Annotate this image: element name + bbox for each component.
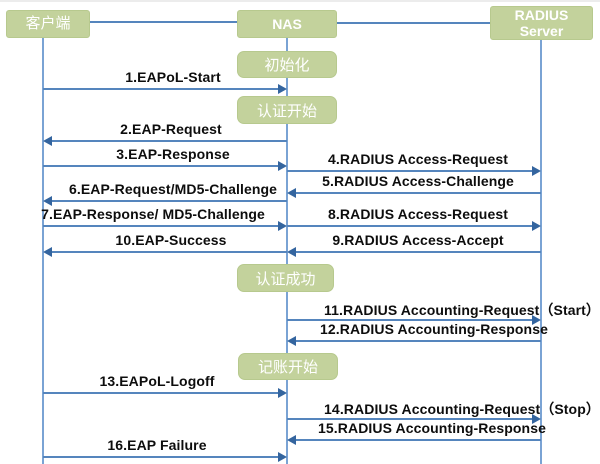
message-label-5: 5.RADIUS Access-Challenge <box>322 173 514 189</box>
message-label-7: 7.EAP-Response/ MD5-Challenge <box>41 206 265 222</box>
message-arrow-line-15 <box>296 439 541 441</box>
message-label-16: 16.EAP Failure <box>107 437 207 453</box>
message-arrow-line-13 <box>43 392 278 394</box>
message-arrowhead-14 <box>532 414 541 424</box>
message-arrowhead-15 <box>287 435 296 445</box>
message-arrow-line-11 <box>287 319 532 321</box>
message-arrow-line-4 <box>287 170 532 172</box>
message-arrow-line-2 <box>52 140 287 142</box>
message-arrow-line-7 <box>43 225 278 227</box>
actor-lifeline-server <box>540 40 542 464</box>
message-label-12: 12.RADIUS Accounting-Response <box>320 321 548 337</box>
actor-box-server: RADIUS Server <box>490 6 593 40</box>
actor-box-nas: NAS <box>237 10 337 38</box>
message-label-8: 8.RADIUS Access-Request <box>328 206 508 222</box>
message-arrowhead-1 <box>278 84 287 94</box>
message-arrow-line-16 <box>43 456 278 458</box>
message-label-15: 15.RADIUS Accounting-Response <box>318 420 546 436</box>
message-arrowhead-3 <box>278 161 287 171</box>
message-arrowhead-2 <box>43 136 52 146</box>
message-arrowhead-16 <box>278 452 287 462</box>
message-arrowhead-8 <box>532 221 541 231</box>
message-arrow-line-14 <box>287 418 532 420</box>
actor-connector-0 <box>90 21 237 23</box>
message-label-3: 3.EAP-Response <box>116 146 230 162</box>
message-label-2: 2.EAP-Request <box>120 121 222 137</box>
message-label-1: 1.EAPoL-Start <box>125 69 221 85</box>
message-arrowhead-9 <box>287 247 296 257</box>
actor-connector-1 <box>337 22 490 24</box>
message-arrow-line-5 <box>296 192 541 194</box>
message-arrowhead-12 <box>287 336 296 346</box>
message-arrow-line-8 <box>287 225 532 227</box>
message-arrowhead-13 <box>278 388 287 398</box>
message-arrowhead-6 <box>43 196 52 206</box>
phase-box-auth-start: 认证开始 <box>237 96 337 124</box>
message-label-13: 13.EAPoL-Logoff <box>99 373 215 389</box>
message-arrowhead-7 <box>278 221 287 231</box>
message-arrow-line-10 <box>52 251 287 253</box>
message-arrow-line-12 <box>296 340 541 342</box>
message-label-9: 9.RADIUS Access-Accept <box>332 232 504 248</box>
message-label-4: 4.RADIUS Access-Request <box>328 151 508 167</box>
message-arrow-line-3 <box>43 165 278 167</box>
message-arrowhead-5 <box>287 188 296 198</box>
actor-box-client: 客户端 <box>6 10 90 38</box>
phase-box-auth-success: 认证成功 <box>237 264 334 292</box>
message-label-10: 10.EAP-Success <box>115 232 227 248</box>
phase-box-acct-start: 记账开始 <box>238 353 338 380</box>
message-arrowhead-11 <box>532 315 541 325</box>
phase-box-init: 初始化 <box>237 51 337 78</box>
message-arrowhead-4 <box>532 166 541 176</box>
message-arrow-line-6 <box>52 200 287 202</box>
message-arrowhead-10 <box>43 247 52 257</box>
message-label-6: 6.EAP-Request/MD5-Challenge <box>68 181 278 197</box>
message-label-11: 11.RADIUS Accounting-Request（Start） <box>323 302 600 318</box>
message-arrow-line-9 <box>296 251 541 253</box>
message-arrow-line-1 <box>43 88 278 90</box>
message-label-14: 14.RADIUS Accounting-Request（Stop） <box>324 401 600 417</box>
